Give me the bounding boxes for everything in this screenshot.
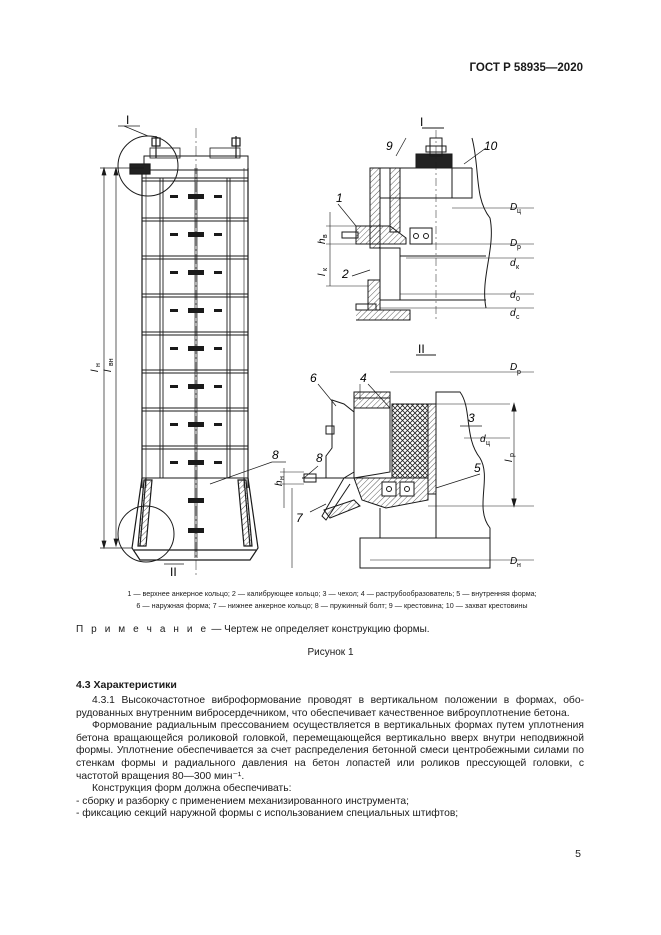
list-item: - сборку и разборку с применением механи… xyxy=(76,795,409,807)
section-title: 4.3 Характеристики xyxy=(76,679,177,691)
paragraph-1: 4.3.1 Высокочастотное виброформование пр… xyxy=(76,695,584,719)
figure-caption: Рисунок 1 xyxy=(307,647,354,658)
l-n-label: l xyxy=(90,369,101,372)
form-stiffeners xyxy=(159,178,231,478)
figure-note: П р и м е ч а н и е — Чертеж не определя… xyxy=(76,624,430,635)
label-6: 6 xyxy=(310,371,317,385)
h-v-sub: в xyxy=(322,234,329,238)
l-k-label: l xyxy=(317,273,328,276)
technical-drawing: I II l н l вн 8 xyxy=(90,113,534,579)
l-p-sub: р xyxy=(509,453,516,457)
D-ts-sub: ц xyxy=(517,208,521,215)
D-n-sub: н xyxy=(517,562,521,569)
standard-header: ГОСТ Р 58935—2020 xyxy=(469,62,583,74)
note-text: — Чертеж не определяет конструкцию формы… xyxy=(208,624,430,635)
callout-circle-II xyxy=(117,505,175,563)
label-5: 5 xyxy=(474,461,481,475)
label-8-main: 8 xyxy=(272,448,279,462)
l-vn-sub: вн xyxy=(108,358,115,366)
label-8-detail: 8 xyxy=(316,451,323,465)
figure-legend: 1 — верхнее анкерное кольцо; 2 — калибру… xyxy=(62,588,602,612)
l-p-label: l xyxy=(504,459,515,462)
legend-line-2: 6 — наружная форма; 7 — нижнее анкерное … xyxy=(136,601,528,610)
legend-line-1: 1 — верхнее анкерное кольцо; 2 — калибру… xyxy=(127,589,537,598)
d-ts-sub: ц xyxy=(486,440,490,447)
paragraph-2: Формование радиальным прессованием осуще… xyxy=(76,720,584,782)
detail-II-title: II xyxy=(418,342,425,356)
D-r-small-sub: р xyxy=(517,244,521,251)
detail-I xyxy=(326,127,534,322)
h-v-label: h xyxy=(317,238,328,244)
D-p-label: D xyxy=(510,362,517,373)
callout-II-label: II xyxy=(170,565,177,579)
label-10: 10 xyxy=(484,139,498,153)
overall-length-dimensions xyxy=(100,166,144,550)
page-number: 5 xyxy=(575,848,581,860)
d-k-label: d xyxy=(510,258,516,269)
D-p-sub: р xyxy=(517,369,521,376)
detail-I-title: I xyxy=(420,115,423,129)
note-prefix: П р и м е ч а н и е xyxy=(76,624,209,635)
spring-bolts xyxy=(170,194,222,533)
detail-II xyxy=(280,354,534,569)
section-body: 4.3.1 Высокочастотное виброформование пр… xyxy=(76,695,584,821)
label-7: 7 xyxy=(296,511,304,525)
form-elevation xyxy=(129,128,259,578)
list-item: - фиксацию секций наружной формы с испол… xyxy=(76,808,459,820)
D-r-small-label: D xyxy=(510,238,517,249)
h-n-label: h xyxy=(274,480,285,486)
D-n-label: D xyxy=(510,556,517,567)
label-2: 2 xyxy=(341,267,349,281)
label-3: 3 xyxy=(468,411,475,425)
l-vn-label: l xyxy=(103,369,114,372)
l-n-sub: н xyxy=(95,363,102,367)
callout-I-label: I xyxy=(126,113,129,127)
label-4: 4 xyxy=(360,371,367,385)
h-n-sub: н xyxy=(279,476,286,480)
d-c-sub: с xyxy=(516,314,520,321)
d-0-sub: 0 xyxy=(516,296,520,303)
d-k-sub: к xyxy=(516,264,520,271)
label-9: 9 xyxy=(386,139,393,153)
l-k-sub: к xyxy=(322,267,329,271)
paragraph-3: Конструкция форм должна обеспечивать: xyxy=(92,783,292,795)
d-c-label: d xyxy=(510,308,516,319)
label-1: 1 xyxy=(336,191,343,205)
d-0-label: d xyxy=(510,290,516,301)
D-ts-label: D xyxy=(510,202,517,213)
d-ts-label: d xyxy=(480,434,486,445)
